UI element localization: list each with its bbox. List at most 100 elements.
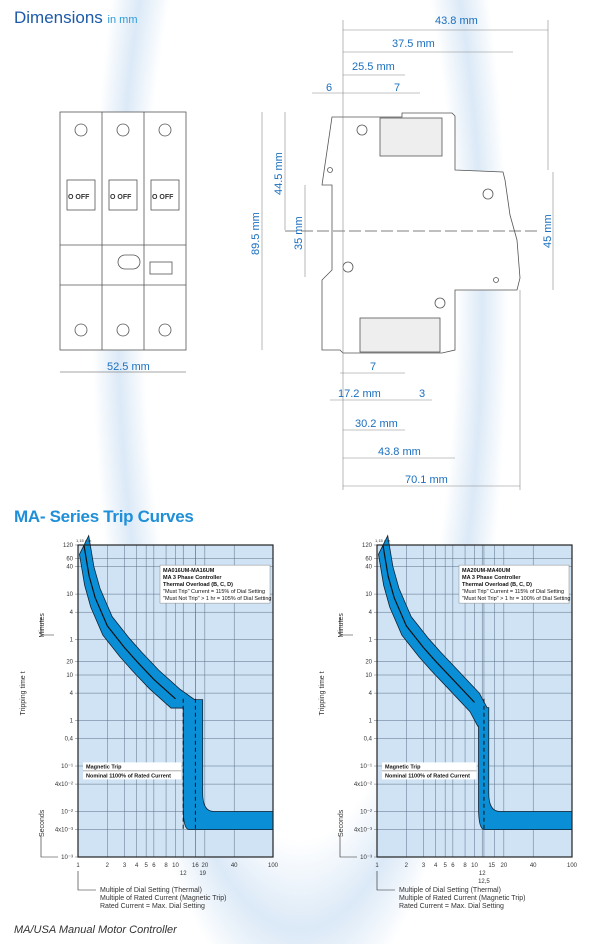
x-tick-label: 20 [501,863,508,869]
y-tick-label: 1 [70,638,74,644]
y-tick-label: 10⁻² [360,810,372,816]
y-axis-label: Tripping time t [20,671,27,715]
x-tick-label: 8 [463,863,467,869]
toggle-handle [66,179,96,211]
off-label: O OFF [110,194,132,201]
x-tick-label: 1 [76,863,80,869]
y-tick-label: 20 [365,659,372,665]
dim-43-8-top: 43.8 mm [435,15,478,27]
y-tick-label: 0,4 [65,737,74,743]
terminal-screw-icon [74,323,88,337]
toggle-handle [150,179,180,211]
start-current-label: 1,15 x In [76,538,91,543]
terminal-screw-icon [74,123,88,137]
plot-frame [376,544,573,858]
y-tick-label: 10⁻³ [360,855,372,861]
y-tick-label: 10⁻¹ [360,764,372,770]
info-line: "Must Not Trip" > 1 hr = 100% of Dial Se… [462,596,570,602]
seconds-label: Seconds [338,809,345,837]
y-tick-label: 120 [362,543,373,549]
info-line: MA016UM-MA16UM [163,568,215,574]
dim-70-1: 70.1 mm [405,474,448,486]
y-tick-label: 20 [66,659,73,665]
y-tick-label: 40 [365,565,372,571]
dim-43-8-bottom: 43.8 mm [378,446,421,458]
x-tick-label: 4 [434,863,438,869]
y-tick-label: 1 [369,638,373,644]
info-line: MA 3 Phase Controller [163,575,222,581]
dim-17-2: 17.2 mm [338,388,381,400]
y-tick-label: 4 [70,610,74,616]
trip-curve-chart: 120604010412010410,410⁻¹4x10⁻²10⁻²4x10⁻³… [319,534,578,910]
info-box [458,564,570,604]
info-line: "Must Not Trip" > 1 hr = 105% of Dial Se… [163,596,271,602]
terminal-screw-icon [116,323,130,337]
y-axis-label: Tripping time t [319,671,326,715]
start-current-label: 1,15 x In [375,538,390,543]
x-tick-label: 6 [451,863,455,869]
toggle-handle [108,179,138,211]
x-tick-label: 12 [180,871,187,877]
x-axis-label: Multiple of Dial Setting (Thermal) [100,887,202,894]
section-title: MA- Series Trip Curves [14,507,194,526]
y-tick-label: 4 [369,610,373,616]
seconds-label: Seconds [39,809,46,837]
y-tick-label: 10 [66,673,73,679]
dim-7-bottom: 7 [370,361,376,373]
x-tick-label: 10 [172,863,179,869]
x-tick-label: 40 [530,863,537,869]
thermal-center-curve [382,544,475,703]
info-line: "Must Trip" Current = 115% of Dial Setti… [462,589,564,595]
x-tick-label: 3 [422,863,426,869]
minutes-label: Minutes [39,613,46,638]
magnetic-trip-label: Nominal 1100% of Rated Current [385,773,470,779]
trip-curve-chart: 120604010412010410,410⁻¹4x10⁻²10⁻²4x10⁻³… [20,534,279,910]
y-tick-label: 120 [63,543,74,549]
y-tick-label: 4x10⁻³ [354,828,372,834]
y-tick-label: 4x10⁻² [55,782,73,788]
x-tick-label: 19 [199,871,206,877]
y-tick-label: 4 [70,691,74,697]
y-tick-label: 60 [66,557,73,563]
y-tick-label: 10 [66,592,73,598]
minutes-label: Minutes [338,613,345,638]
y-tick-label: 10 [365,673,372,679]
y-tick-label: 4x10⁻³ [55,828,73,834]
x-tick-label: 2 [405,863,409,869]
info-line: MA 3 Phase Controller [462,575,521,581]
dim-3: 3 [419,388,425,400]
dim-52-5: 52.5 mm [107,361,150,373]
x-tick-label: 100 [268,863,279,869]
info-line: Thermal Overload (B, C, D) [462,582,532,588]
x-tick-label: 16 [192,863,199,869]
unit-label: in mm [107,14,138,26]
x-axis-label: Multiple of Rated Current (Magnetic Trip… [399,895,525,902]
side-view [285,112,540,354]
terminal-screw-icon [158,323,172,337]
y-tick-label: 1 [369,719,373,725]
dim-37-5: 37.5 mm [392,38,435,50]
y-tick-label: 10⁻³ [61,855,73,861]
x-axis-label: Multiple of Dial Setting (Thermal) [399,887,501,894]
x-axis-arrow-icon [77,871,96,891]
x-tick-label: 1 [375,863,379,869]
dimension-lines [261,20,554,490]
x-tick-label: 100 [567,863,578,869]
dim-7-top: 7 [394,82,400,94]
dim-45: 45 mm [542,214,554,248]
footer-caption: MA/USA Manual Motor Controller [14,924,177,936]
dim-89-5: 89.5 mm [250,212,262,255]
page-title: Dimensions in mm [14,8,138,27]
minutes-arrow-icon [339,618,353,636]
x-tick-label: 4 [135,863,139,869]
dim-6: 6 [326,82,332,94]
dim-44-5: 44.5 mm [273,152,285,195]
seconds-arrow-icon [40,835,58,858]
x-tick-label: 5 [144,863,148,869]
thermal-center-curve [83,544,176,700]
dim-25-5: 25.5 mm [352,61,395,73]
y-tick-label: 10 [365,592,372,598]
x-tick-label: 12 [479,871,486,877]
front-view [59,111,187,373]
x-tick-label: 5 [443,863,447,869]
